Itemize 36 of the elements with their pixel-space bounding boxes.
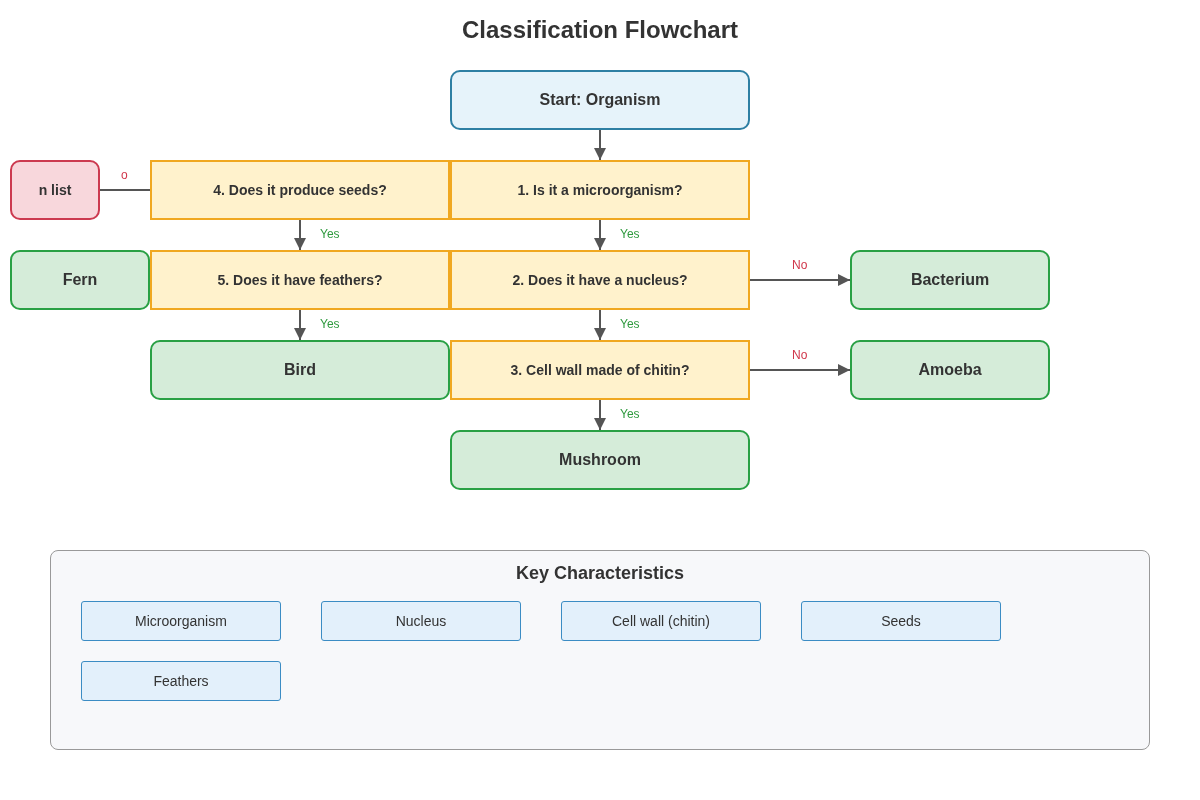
decision-box: 4. Does it produce seeds? (150, 160, 450, 220)
arrow (749, 274, 851, 286)
edge-label: No (790, 348, 810, 362)
result-box: Bird (150, 340, 450, 400)
connector-line (99, 189, 151, 191)
result-box: Mushroom (450, 430, 750, 490)
key-item: Cell wall (chitin) (561, 601, 761, 641)
arrow (594, 219, 606, 251)
key-item: Feathers (81, 661, 281, 701)
key-item: Nucleus (321, 601, 521, 641)
arrow (749, 364, 851, 376)
diagram-title: Classification Flowchart (460, 16, 740, 44)
edge-label: No (790, 258, 810, 272)
decision-box: 5. Does it have feathers? (150, 250, 450, 310)
result-box: Fern (10, 250, 150, 310)
arrow (594, 399, 606, 431)
edge-label: Yes (618, 407, 642, 421)
edge-label: Yes (318, 317, 342, 331)
decision-box: 1. Is it a microorganism? (450, 160, 750, 220)
arrow (294, 219, 306, 251)
decision-box: 3. Cell wall made of chitin? (450, 340, 750, 400)
arrow (594, 309, 606, 341)
start-box: Start: Organism (450, 70, 750, 130)
terminal-box: n list (10, 160, 100, 220)
edge-label: Yes (618, 317, 642, 331)
result-box: Bacterium (850, 250, 1050, 310)
arrow (294, 309, 306, 341)
decision-box: 2. Does it have a nucleus? (450, 250, 750, 310)
key-item: Microorganism (81, 601, 281, 641)
legend-panel (50, 550, 1150, 750)
key-item: Seeds (801, 601, 1001, 641)
arrow (594, 129, 606, 161)
panel-heading: Key Characteristics (514, 563, 686, 584)
edge-label: Yes (618, 227, 642, 241)
result-box: Amoeba (850, 340, 1050, 400)
edge-label: Yes (318, 227, 342, 241)
